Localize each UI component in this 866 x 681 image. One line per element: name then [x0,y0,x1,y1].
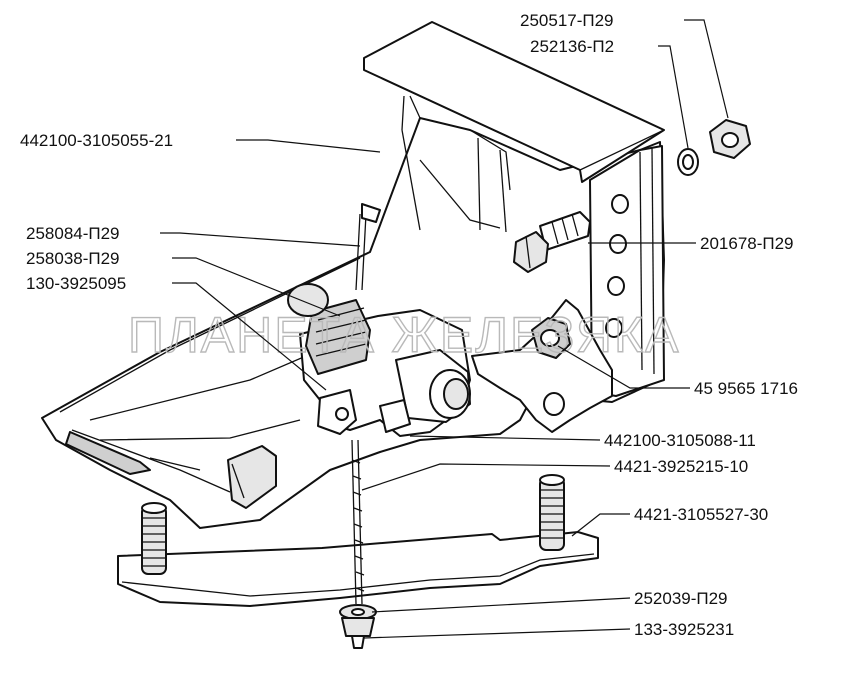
right-stud [539,474,565,551]
pedal-pad [363,21,665,183]
adjuster-cap [341,617,375,649]
nut-bracket [471,299,613,433]
label-258038: 258038-П29 [26,249,120,268]
threaded-rod [351,439,365,605]
stop-block [227,445,277,509]
bolt [513,211,591,273]
leader-lines [160,19,729,639]
sensor-assembly [287,283,471,437]
spring-washer [677,148,699,176]
label-130-3925095: 130-3925095 [26,274,126,293]
left-stud [141,502,167,575]
label-442100-3105055-21: 442100-3105055-21 [20,131,173,150]
label-45-9565-1716: 45 9565 1716 [694,379,798,398]
bottom-bracket-plate [117,531,599,607]
label-258084: 258084-П29 [26,224,120,243]
watermark: ПЛАНЕТА ЖЕЛЕЗЯКА [128,307,680,363]
label-201678: 201678-П29 [700,234,794,253]
top-nut [709,119,751,159]
label-252039: 252039-П29 [634,589,728,608]
label-250517: 250517-П29 [520,11,614,30]
label-442100-3105088-11: 442100-3105088-11 [604,431,756,450]
bottom-washer [339,604,377,620]
label-4421-3105527-30: 4421-3105527-30 [634,505,768,524]
cotter-pin [355,203,381,291]
label-252136: 252136-П2 [530,37,614,56]
label-4421-3925215-10: 4421-3925215-10 [614,457,748,476]
label-133-3925231: 133-3925231 [634,620,734,639]
